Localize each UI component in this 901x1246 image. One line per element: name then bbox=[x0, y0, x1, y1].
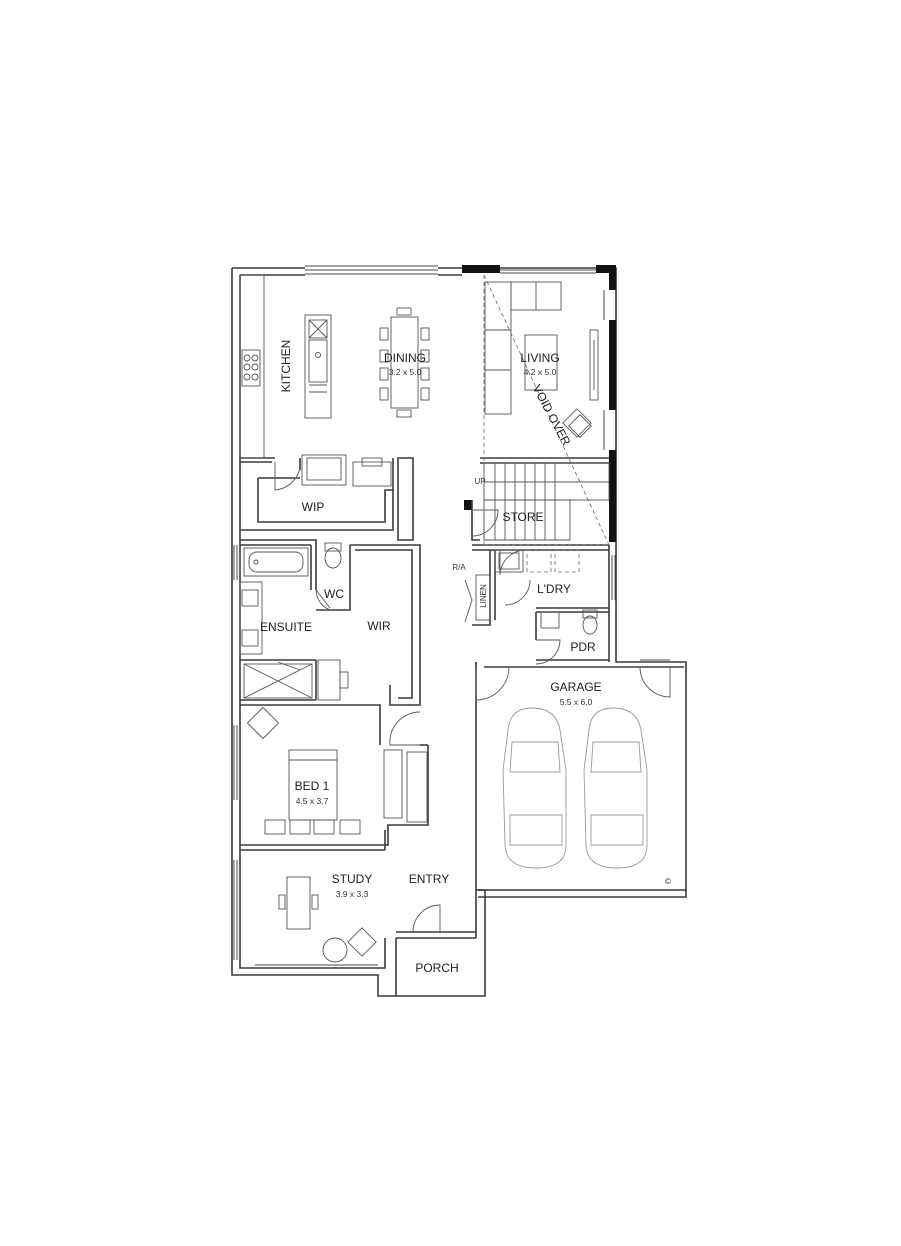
study-fixtures bbox=[278, 876, 377, 963]
wip-fixtures bbox=[301, 454, 392, 487]
bed1-label: BED 1 bbox=[295, 779, 330, 793]
wir-label: WIR bbox=[367, 619, 391, 633]
up-annotation: UP bbox=[474, 477, 485, 486]
room-labels: KITCHEN DINING 3.2 x 5.0 LIVING 4.2 x 5.… bbox=[260, 340, 672, 975]
void-label: VOID OVER bbox=[530, 382, 574, 448]
dining-table bbox=[379, 307, 430, 418]
kitchen-label: KITCHEN bbox=[279, 340, 293, 393]
wall-segment bbox=[609, 320, 616, 410]
ensuite-fixtures bbox=[239, 542, 349, 701]
living-size: 4.2 x 5.0 bbox=[524, 367, 557, 377]
bedroom-fixtures bbox=[246, 706, 428, 835]
living-fixtures bbox=[483, 274, 610, 546]
wall-segment bbox=[462, 265, 500, 273]
wc-label: WC bbox=[324, 587, 344, 601]
windows bbox=[233, 545, 670, 966]
pdr-label: PDR bbox=[570, 640, 596, 654]
dining-size: 3.2 x 5.0 bbox=[389, 367, 422, 377]
ensuite-label: ENSUITE bbox=[260, 620, 312, 634]
ra-annotation: R/A bbox=[452, 563, 466, 572]
dining-label: DINING bbox=[384, 351, 426, 365]
doors bbox=[274, 462, 671, 933]
kitchen-fixtures bbox=[239, 274, 332, 459]
entry-label: ENTRY bbox=[409, 872, 449, 886]
garage-cars bbox=[502, 707, 648, 869]
study-label: STUDY bbox=[332, 872, 373, 886]
porch-label: PORCH bbox=[415, 961, 458, 975]
laundry-label: L'DRY bbox=[537, 582, 571, 596]
garage-size: 5.5 x 6.0 bbox=[560, 697, 593, 707]
study-size: 3.9 x 3.3 bbox=[336, 889, 369, 899]
internal-walls bbox=[240, 457, 610, 996]
copyright-mark: © bbox=[665, 876, 672, 886]
living-label: LIVING bbox=[520, 351, 559, 365]
bed1-size: 4.5 x 3.7 bbox=[296, 796, 329, 806]
linen-label: LINEN bbox=[479, 584, 488, 608]
staircase bbox=[483, 462, 610, 541]
wall-segment bbox=[464, 500, 472, 510]
store-label: STORE bbox=[502, 510, 543, 524]
wall-segment bbox=[609, 268, 616, 290]
wip-label: WIP bbox=[302, 500, 325, 514]
wall-segment bbox=[596, 265, 616, 273]
garage-label: GARAGE bbox=[550, 680, 601, 694]
wall-segment bbox=[609, 450, 616, 542]
laundry-fixtures bbox=[475, 549, 598, 635]
